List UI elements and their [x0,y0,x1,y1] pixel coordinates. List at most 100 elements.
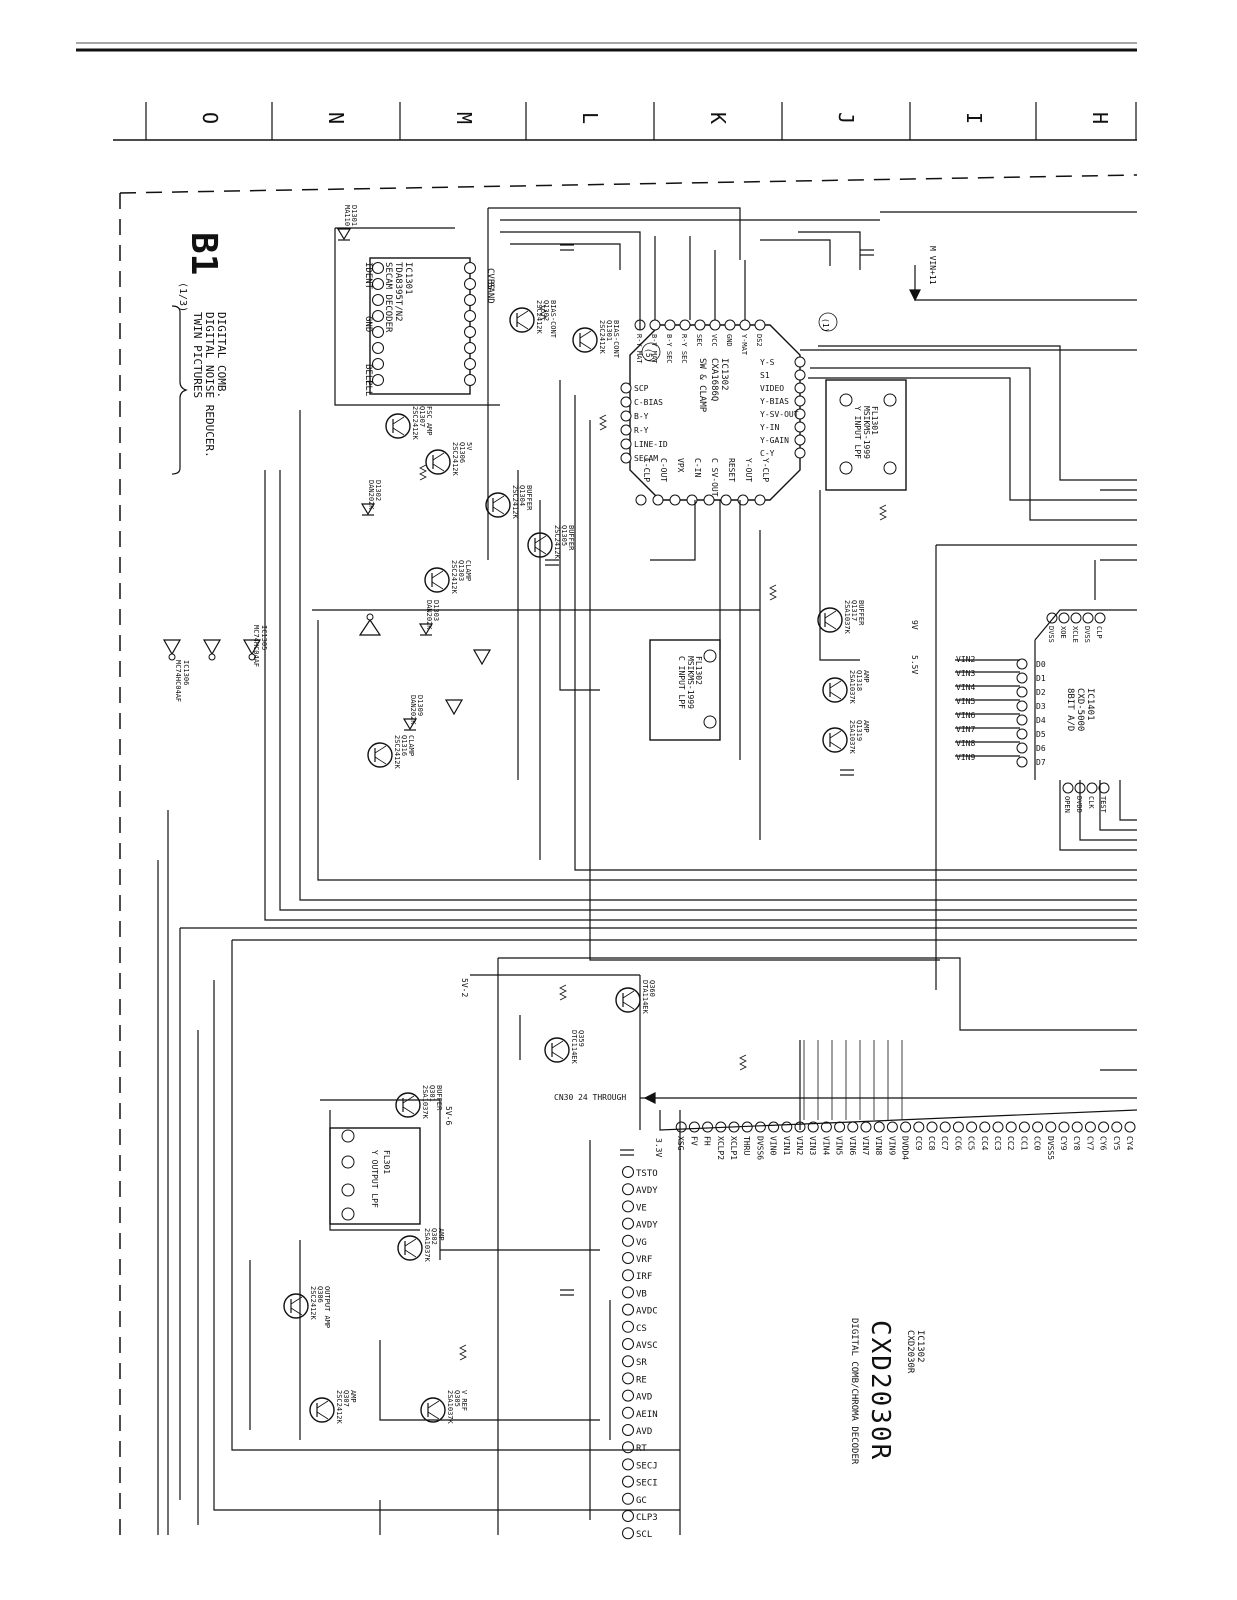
ic1302-pin: R-Y SEC [680,334,688,364]
main-ic-left-pin: SECI [636,1479,658,1489]
net-label: 5.5V [910,655,919,674]
ic1302-pin: C SV-OUT [710,458,719,497]
grid-column-m: M [452,112,476,124]
ad-input: VIN8 [956,739,975,748]
transistor-ref: Q306 [316,1286,324,1303]
main-ic-left-pin: AVD [636,1393,652,1403]
ic1302-ref: IC1302 [719,358,729,391]
transistor-ref: Q359 [577,1030,585,1047]
ad-input: VIN9 [956,753,975,762]
ad-input: VIN3 [956,669,975,678]
transistor-desc: BUFFER [525,485,533,511]
transistor-desc: AMP [437,1228,445,1241]
main-ic-left-pins: TSTOAVDYVEAVDYVGVRFIRFVBAVDCCSAVSCSRREAV… [622,1166,658,1540]
ad-misc-pin: DVSS [1047,626,1055,643]
transistor-desc: AMP [349,1390,357,1403]
y-output-lpf-desc: Y OUTPUT LPF [370,1150,379,1208]
ad-misc-pin: XCLE [1071,626,1079,643]
ic1301-desc: SECAM DECODER [383,262,393,333]
ad-misc-pin: CLP [1095,626,1103,639]
diode-ref: D1309 [416,695,424,716]
ic1302-pin: SCP [634,384,649,393]
net-label: 5V-6 [444,1106,453,1125]
ic1302-pin: C-Y [760,449,775,458]
ad-output: D5 [1036,730,1046,739]
main-ic-top-pin: CC0 [1033,1136,1042,1151]
transistor-ref: Q1318 [855,670,863,691]
grid-column-o: O [198,112,222,124]
ic1302-pin: Y-GAIN [760,436,789,445]
ad-converter-desc: 8BIT A/D [1065,688,1075,731]
inverter-symbols [162,613,492,716]
main-ic-left-pin: TSTO [636,1169,658,1179]
transistor-ref: Q1303 [457,560,465,581]
transistor-part: 2SC2412K [393,735,401,770]
board-function-list: DIGITAL COMB.DIGITAL NOISE REDUCER.TWIN … [191,312,228,458]
ic1302-pin: R-Y [634,426,649,435]
ic1302-pin: SECAM [634,454,658,463]
main-ic-top-pin: CC2 [1006,1136,1015,1151]
circled-note-5: (5) [644,348,653,362]
ic1302-pin: C-BIAS [634,398,663,407]
ad-misc-pin: TEST [1099,796,1107,814]
grid-column-i: I [962,112,986,124]
main-ic-top-pin: CC6 [953,1136,962,1151]
transistor-part: 2SC2412K [411,406,419,441]
ic1301-pin: GND [363,316,373,332]
logic-ic1305: IC1305 [260,625,268,650]
net-label: M VIN+11 [928,246,937,285]
ad-misc-pin: OPEN [1063,796,1071,813]
diode-part: DAN202K [425,600,433,630]
y-output-lpf-ref: FL301 [382,1150,391,1174]
main-ic-left-pin: AVSC [636,1341,658,1351]
ad-converter-part: CXD-5000 [1075,688,1085,731]
main-ic-left-pin: RE [636,1375,647,1385]
ic1301-body [369,257,471,395]
transistor-part: 2SA1037K [446,1390,454,1425]
transistor-desc: BUFFER [435,1085,443,1111]
net-label: 5V-2 [460,978,469,997]
transistor-ref: Q1301 [605,320,613,341]
ic1302-pin: LINE-ID [634,440,668,449]
ic1302-pin: B-Y SEC [665,334,673,364]
transistor-part: 2SC2412K [511,485,519,520]
ic1302-pin: C-OUT [659,458,668,482]
main-ic-top-pin: VIN8 [874,1136,883,1155]
transistor-ref: Q1319 [855,720,863,741]
ic1302-body [629,324,801,501]
main-ic-left-pin: VB [636,1289,647,1299]
ad-misc-pin: DVSS [1083,626,1091,643]
grid-column-j: J [834,112,858,124]
main-ic-left-pin: AVDY [636,1221,658,1231]
main-ic-left-pin: RT [636,1444,647,1454]
main-ic-left-pin: CS [636,1324,647,1334]
main-ic-top-pin: XSG [676,1136,685,1151]
transistor-desc: BUFFER [857,600,865,626]
transistor-part: 2SC2412K [335,1390,343,1425]
grid-column-h: H [1088,112,1112,124]
ic1301-ref: IC1301 [403,262,413,295]
grid-column-k: K [706,112,730,124]
main-ic-top-pin: CC5 [967,1136,976,1151]
main-ic-left-pin: VE [636,1203,647,1213]
main-ic-top-pin: CC9 [914,1136,923,1151]
diode-part: DAN202K [367,480,375,510]
ic1302-pin: DS2 [755,334,763,347]
ic1302-pin: VCC [710,334,718,347]
ic1302-pin: Y-MAT [740,334,748,356]
transistor-desc: OUTPUT AMP [323,1286,331,1328]
ad-converter-ref: IC1401 [1085,688,1095,721]
ad-output: D6 [1036,744,1046,753]
y-output-lpf-body [329,1127,421,1225]
board-sheet: (1/3) [177,282,188,312]
ic1302-pin: R-Y MAT [635,334,643,364]
ad-output: D4 [1036,716,1046,725]
ic1302-pin: Y-CLP [761,458,770,482]
transistor-ref: Q305 [453,1390,461,1407]
transistor-desc: BIAS-CONT [549,300,557,339]
main-ic-left-pin: IRF [636,1272,652,1282]
